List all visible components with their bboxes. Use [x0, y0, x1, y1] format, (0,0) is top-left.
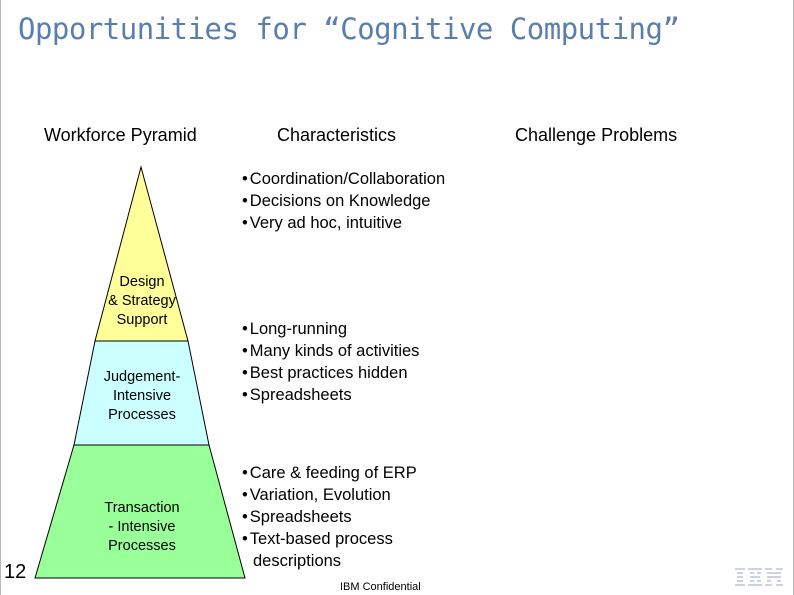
bullet-item: Long-running	[242, 318, 419, 340]
characteristics-design: Coordination/Collaboration Decisions on …	[242, 168, 445, 234]
characteristics-transaction: Care & feeding of ERP Variation, Evoluti…	[242, 462, 453, 572]
bullet-item: Coordination/Collaboration	[242, 168, 445, 190]
bullet-item: Spreadsheets	[242, 384, 419, 406]
bullet-item: Care & feeding of ERP	[242, 462, 453, 484]
column-header-characteristics: Characteristics	[277, 125, 397, 145]
slide-title: Opportunities for “Cognitive Computing”	[18, 12, 680, 46]
slide-border-left	[0, 0, 1, 595]
characteristics-judgement: Long-running Many kinds of activities Be…	[242, 318, 420, 406]
tier-label-transaction: Transaction - Intensive Processes	[104, 500, 180, 554]
bullet-item: Text-based process descriptions	[242, 528, 453, 572]
tier-label-design: Design & Strategy Support	[108, 274, 176, 328]
footer-confidential: IBM Confidential	[340, 581, 421, 593]
bullet-item: Many kinds of activities	[242, 340, 420, 362]
bullet-item: Very ad hoc, intuitive	[242, 212, 445, 234]
bullet-item: Decisions on Knowledge	[242, 190, 445, 212]
column-header-challenges: Challenge Problems	[515, 125, 678, 145]
pyramid-tier-transaction	[34, 444, 246, 579]
column-header-pyramid: Workforce Pyramid	[44, 125, 197, 145]
bullet-item: Variation, Evolution	[242, 484, 453, 506]
page-number: 12	[4, 561, 27, 583]
bullet-item: Best practices hidden	[242, 362, 419, 384]
ibm-logo-icon	[735, 568, 783, 586]
tier-label-judgement: Judgement- Intensive Processes	[103, 369, 181, 423]
bullet-item: Spreadsheets	[242, 506, 453, 528]
